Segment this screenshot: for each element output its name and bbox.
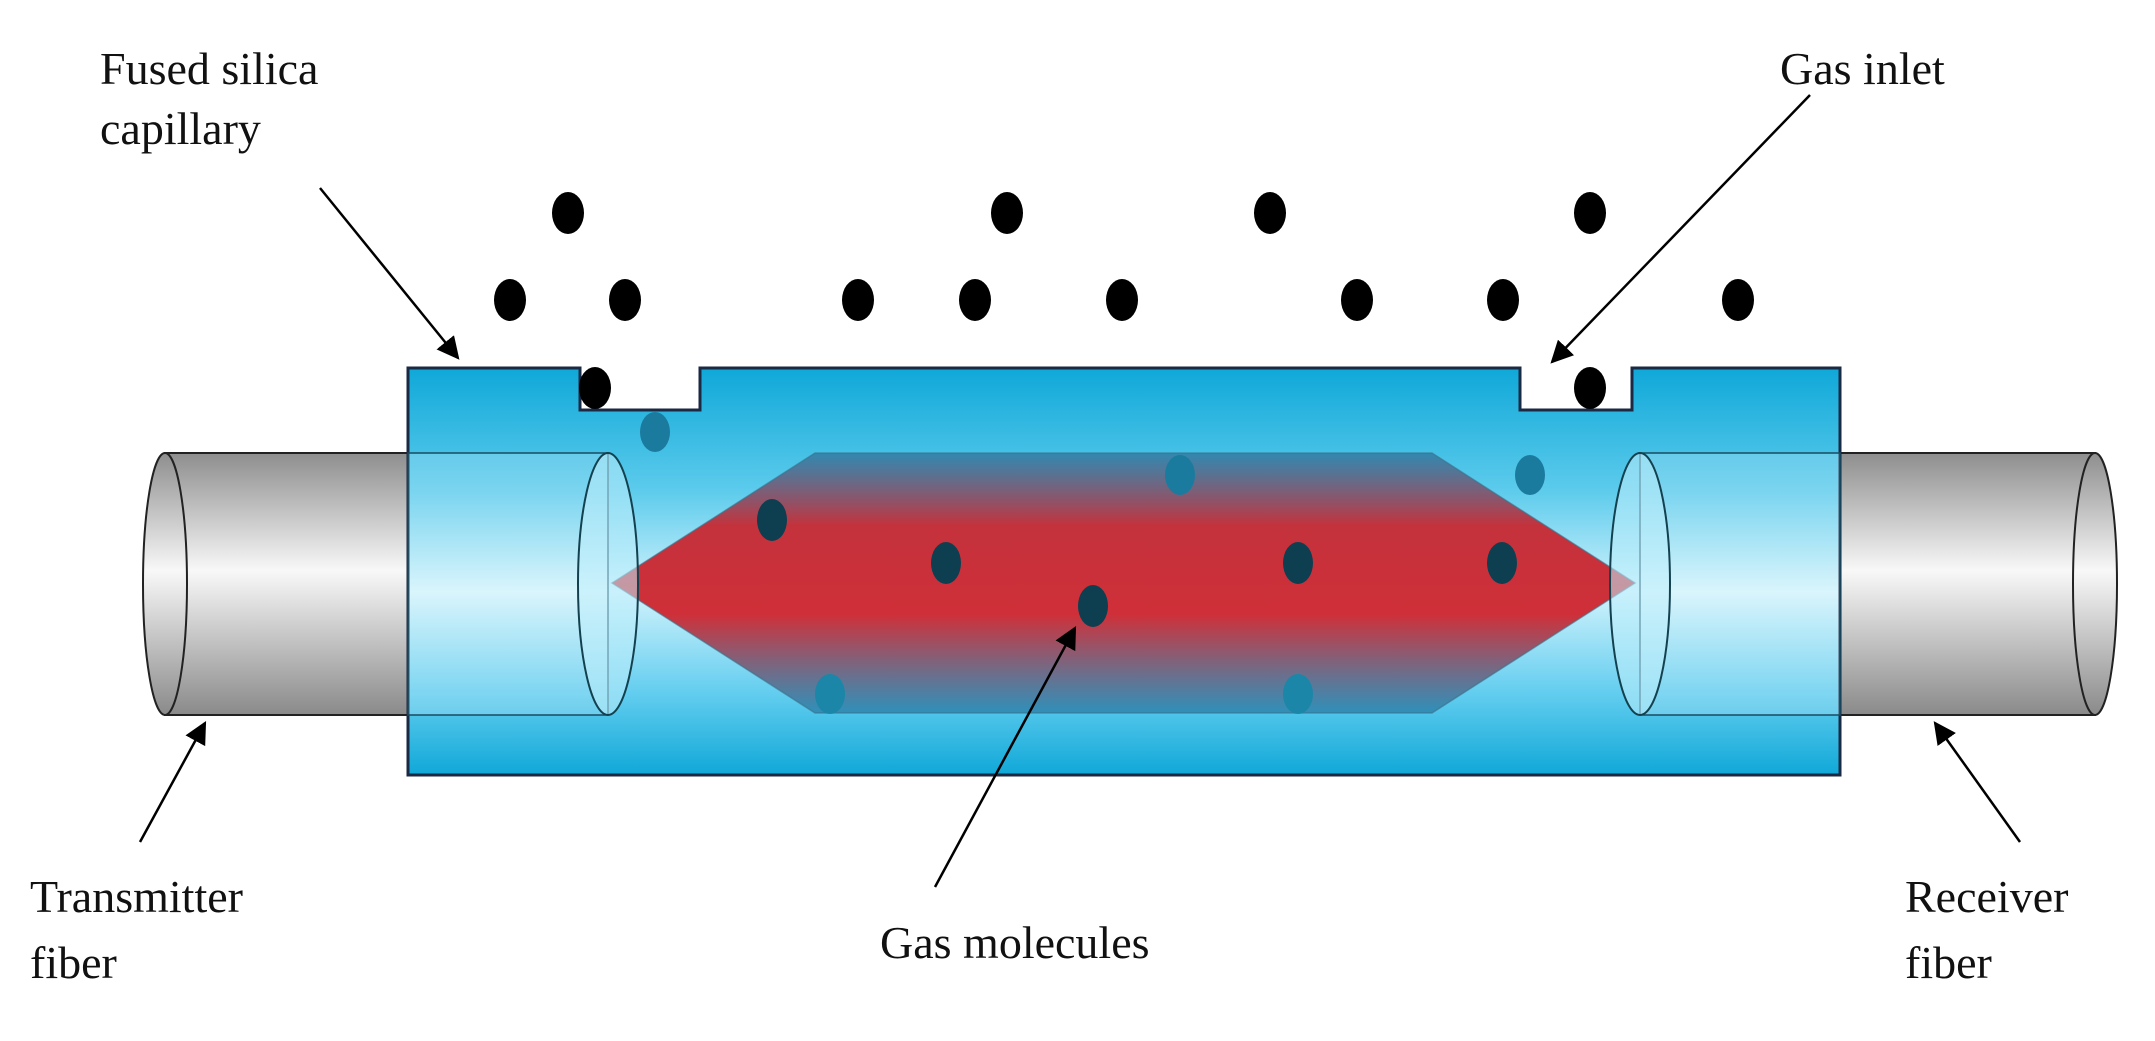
receiver-arrow [1933,721,2022,843]
transmitter-label-line2: fiber [30,937,117,988]
gas-molecule [1722,279,1754,321]
gas-molecule [1574,192,1606,234]
gas-molecule [494,279,526,321]
gas-molecules-outside [494,192,1754,409]
receiver-fiber-body [1839,452,2096,716]
transmitter-fiber-body [164,452,416,716]
capillary-label-line1: Fused silica [100,43,318,94]
label-arrows [138,94,2022,888]
receiver-fiber-inner [1639,452,1841,716]
capillary-arrow [319,187,460,360]
gas-molecule [579,367,611,409]
gas-molecules-label: Gas molecules [880,917,1150,968]
gas-molecule [609,279,641,321]
gas-molecule [815,674,845,714]
capillary-label-line2: capillary [100,103,261,154]
receiver-label-line1: Receiver [1905,871,2068,922]
gas-molecule [1254,192,1286,234]
receiver-fiber [1839,452,2118,716]
gas-molecule [1106,279,1138,321]
gas-molecule [991,192,1023,234]
gas-molecule [640,412,670,452]
gas-molecule [959,279,991,321]
transmitter-fiber-end [142,452,188,716]
gas-molecule [1165,455,1195,495]
receiver-fiber-end [2072,452,2118,716]
gas-molecule [1078,585,1108,627]
transmitter-arrow [138,721,207,843]
gas-molecule [842,279,874,321]
gas-molecules-arrow [933,626,1077,888]
gas-molecule [1487,279,1519,321]
gas-molecule [1283,674,1313,714]
gas-inlet-arrow [1550,94,1811,364]
receiver-fiber-face [1609,452,1671,716]
gas-molecule [1341,279,1373,321]
transmitter-fiber-inner [407,452,609,716]
gas-molecules-inside [640,412,1545,714]
gas-inlet-label: Gas inlet [1780,43,1945,94]
gas-molecule [757,499,787,541]
gas-molecule [1515,455,1545,495]
gas-molecule [931,542,961,584]
transmitter-fiber [142,452,416,716]
gas-molecule [552,192,584,234]
gas-molecule [1574,367,1606,409]
receiver-label-line2: fiber [1905,937,1992,988]
gas-molecule [1487,542,1517,584]
light-beam [610,452,1637,714]
gas-molecule [1283,542,1313,584]
transmitter-fiber-face [577,452,639,716]
transmitter-label-line1: Transmitter [30,871,243,922]
